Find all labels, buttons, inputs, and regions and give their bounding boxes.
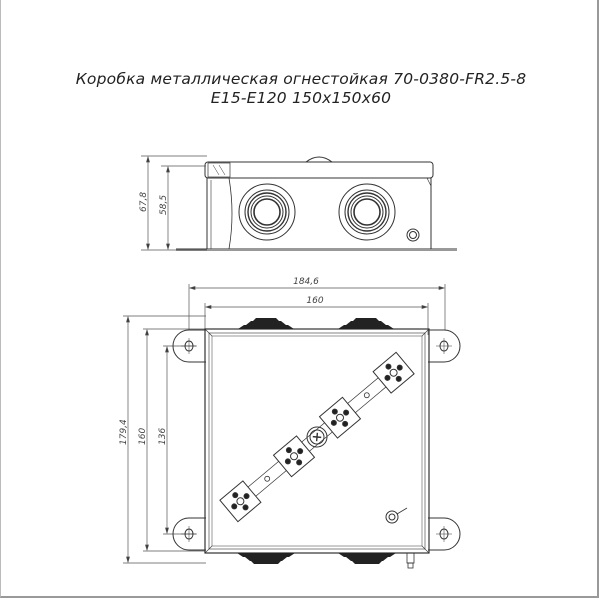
- side-view: [176, 156, 457, 251]
- drawing-title-line1: Коробка металлическая огнестойкая 70-038…: [75, 70, 527, 88]
- dim-top-overall-width: 184,6: [293, 277, 319, 287]
- dim-side-body-height: 58,5: [159, 195, 169, 215]
- dim-side-total-height: 67,8: [139, 192, 149, 212]
- side-dimensions: [141, 155, 207, 251]
- terminal-block: [219, 480, 262, 523]
- gland-top-right: [338, 318, 394, 329]
- gland-top-left: [238, 318, 294, 329]
- dim-top-overall-height: 179,4: [119, 419, 129, 445]
- center-screw: [306, 426, 328, 448]
- cable-gland-right: [338, 183, 396, 241]
- terminal-rail: [219, 351, 415, 523]
- terminal-block: [318, 396, 362, 439]
- top-horizontal-dimensions: [188, 284, 446, 335]
- drawing-title-line2: E15-E120 150x150x60: [210, 89, 392, 107]
- dim-mount-hole-spacing: 136: [158, 428, 168, 445]
- dim-top-body-height: 160: [138, 428, 148, 445]
- gland-bottom-right: [338, 553, 396, 564]
- terminal-block: [372, 351, 415, 394]
- terminal-block: [272, 435, 316, 478]
- dim-top-body-width: 160: [306, 296, 323, 306]
- top-view: [172, 318, 461, 569]
- gland-bottom-left: [237, 553, 295, 564]
- ground-bolt-side: [406, 228, 420, 242]
- ground-lug: [385, 507, 408, 524]
- mounting-ears: [172, 329, 461, 551]
- top-vertical-dimensions: [123, 315, 206, 564]
- cable-gland-left: [238, 183, 296, 241]
